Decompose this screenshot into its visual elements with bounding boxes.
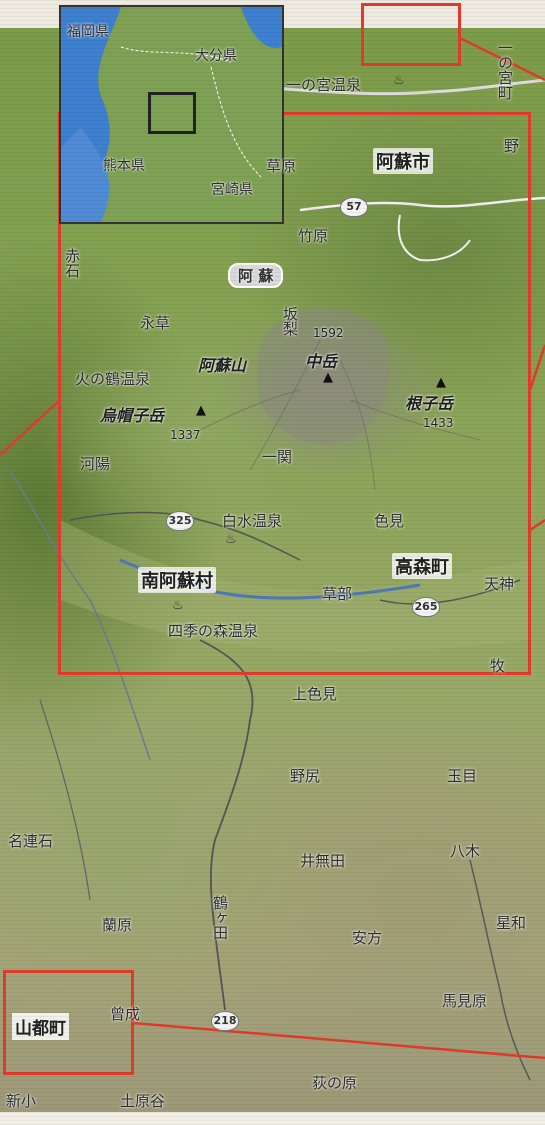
- ridge-1: [249, 339, 321, 471]
- route-265: [199, 639, 254, 1011]
- route-shield-265-north: 265: [412, 597, 440, 617]
- callout-line-yamato: [132, 1021, 545, 1060]
- label-sakanashi: 坂梨: [281, 306, 299, 336]
- label-tsurugata: 鶴ヶ田: [211, 895, 229, 940]
- peak-neko-icon: ▲: [436, 375, 446, 390]
- label-ichinomiya-town: 一の宮町: [496, 40, 514, 100]
- label-eboshi-elev: 1337: [170, 428, 201, 442]
- label-kamishikimi: 上色見: [292, 685, 338, 703]
- label-inuta: 井無田: [300, 852, 346, 870]
- label-ogino-hara: 荻の原: [312, 1074, 358, 1092]
- inset-terrain: [61, 7, 282, 222]
- inset-location-box: [148, 92, 196, 134]
- label-maki: 牧: [490, 657, 506, 675]
- label-takehara: 竹原: [298, 227, 329, 245]
- label-neko-dake: 根子岳: [405, 394, 454, 413]
- label-ichinomiya-onsen: 一の宮温泉: [286, 76, 362, 94]
- route-shield-57: 57: [340, 197, 368, 217]
- label-sohara: 草原: [266, 157, 297, 175]
- peak-eboshi-icon: ▲: [196, 403, 206, 418]
- label-sonari: 曾成: [110, 1005, 141, 1023]
- yatsushiro-sea: [61, 127, 110, 222]
- label-kawayo: 河陽: [80, 455, 111, 473]
- inset-label-fukuoka: 福岡県: [67, 24, 109, 40]
- label-nagakusa: 永草: [140, 314, 171, 332]
- label-seiwa: 星和: [496, 914, 527, 932]
- label-nazureishi: 名連石: [8, 832, 54, 850]
- route-shield-325: 325: [166, 511, 194, 531]
- ridge-2: [339, 359, 376, 491]
- ridge-4: [349, 399, 481, 441]
- callout-line-west: [0, 399, 61, 456]
- route-shield-218: 218: [211, 1011, 239, 1031]
- label-yasukata: 安方: [352, 929, 383, 947]
- volcano-summit-area: [257, 307, 390, 445]
- bottom-margin: [0, 1112, 545, 1125]
- label-eboshi-dake: 烏帽子岳: [100, 406, 165, 425]
- label-yagi: 八木: [450, 842, 481, 860]
- locator-inset-map: 福岡県 大分県 熊本県 宮崎県: [59, 5, 284, 224]
- road-southwest: [39, 699, 91, 901]
- inset-pref-border-2: [210, 66, 262, 178]
- label-naka-elev: 1592: [313, 326, 344, 340]
- label-tamame: 玉目: [447, 767, 478, 785]
- onsen-icon-hakusui: ♨: [225, 532, 237, 547]
- callout-line-east: [528, 344, 545, 391]
- road-west: [69, 511, 301, 561]
- inset-label-kumamoto: 熊本県: [103, 158, 145, 174]
- ridge-3: [179, 389, 301, 441]
- river-west: [9, 469, 151, 761]
- route-57: [299, 196, 545, 212]
- label-tenjin: 天神: [484, 575, 515, 593]
- label-tsuchiharadani: 土原谷: [120, 1092, 166, 1110]
- label-takamori: 高森町: [392, 553, 452, 579]
- inset-pref-border-1: [120, 46, 232, 63]
- beppu-bay: [241, 7, 282, 48]
- callout-line-aso: [459, 36, 545, 82]
- label-shiki-onsen: 四季の森温泉: [168, 622, 259, 640]
- aso-caldera-frame: [58, 112, 531, 675]
- label-kusakabe: 草部: [322, 585, 353, 603]
- callout-line-east-2: [529, 518, 545, 532]
- label-mamihara: 馬見原: [442, 992, 488, 1010]
- label-shikimi: 色見: [374, 512, 405, 530]
- label-aso-san: 阿蘇山: [198, 356, 247, 375]
- peak-naka-icon: ▲: [323, 370, 333, 385]
- caldera-floor: [60, 520, 530, 652]
- river-east: [469, 859, 531, 1081]
- label-hino-onsen: 火の鶴温泉: [75, 370, 151, 388]
- onsen-icon-shiki: ♨: [172, 598, 184, 613]
- label-yamato-town: 山都町: [12, 1013, 69, 1040]
- label-akaishi: 赤石: [63, 248, 81, 278]
- aso-city-callout-frame: [361, 3, 461, 66]
- label-minamiaso: 南阿蘇村: [138, 567, 216, 593]
- label-hakusui-onsen: 白水温泉: [222, 512, 283, 530]
- label-aso-region-pill: 阿 蘇: [228, 263, 284, 288]
- label-sonobara: 蘭原: [102, 916, 133, 934]
- inset-label-oita: 大分県: [195, 48, 237, 64]
- label-shinko: 新小: [6, 1092, 37, 1110]
- road-aso-loop: [397, 214, 471, 262]
- onsen-icon-ichinomiya: ♨: [393, 73, 405, 88]
- label-higashino: 野: [504, 137, 520, 155]
- label-aso-city: 阿蘇市: [373, 148, 433, 174]
- label-ichinoseki: 一関: [262, 448, 293, 466]
- label-naka-dake: 中岳: [305, 352, 338, 371]
- inset-label-miyazaki: 宮崎県: [211, 182, 253, 198]
- road-north: [269, 78, 545, 96]
- label-neko-elev: 1433: [423, 416, 454, 430]
- road-takamori-east: [379, 579, 521, 605]
- label-nojiri: 野尻: [290, 767, 321, 785]
- yamato-callout-frame: [3, 970, 134, 1075]
